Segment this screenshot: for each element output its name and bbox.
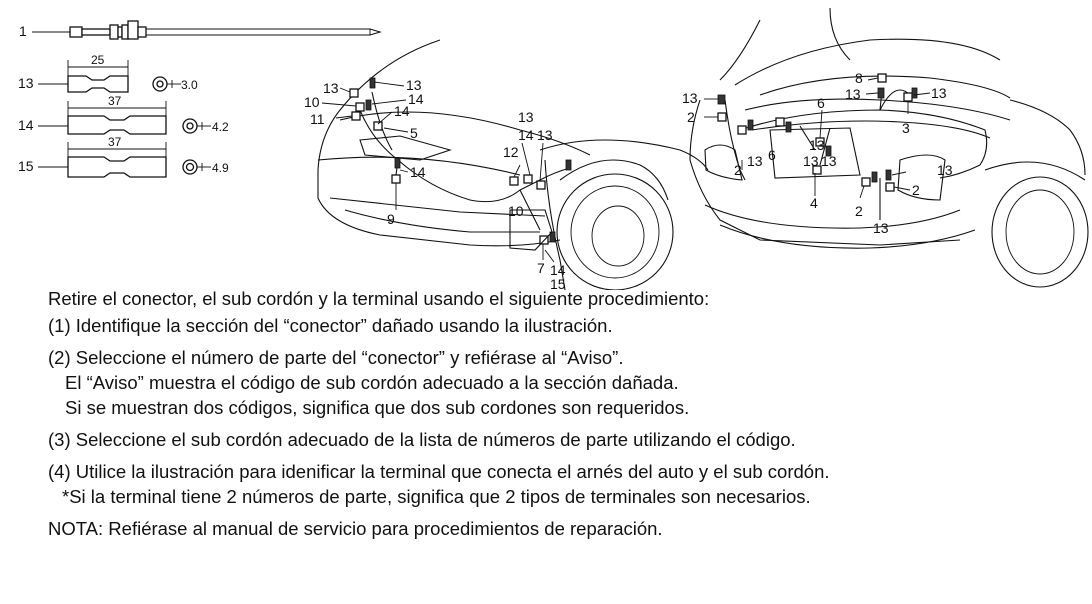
- callout: 10: [304, 94, 320, 110]
- callout: 13: [809, 137, 825, 153]
- part-1-label: 1: [19, 23, 27, 39]
- part-13-sleeve: 13 25 3.0: [18, 53, 198, 93]
- wiring-illustration: 1 13 25 3.0: [18, 7, 1089, 290]
- note-text: NOTA: Refiérase al manual de servicio pa…: [48, 518, 663, 539]
- part-14-label: 14: [18, 117, 34, 133]
- callout: 13: [682, 90, 698, 106]
- callout: 4: [810, 195, 818, 211]
- callout: 13: [873, 220, 889, 236]
- part-14-sleeve: 14 37 4.2: [18, 94, 229, 135]
- callout: 14: [550, 262, 566, 278]
- callout: 2: [734, 162, 742, 178]
- callout: 2: [687, 109, 695, 125]
- callout: 12: [503, 144, 519, 160]
- part-1-tool: 1: [19, 20, 382, 40]
- step-4-line-2: *Si la terminal tiene 2 números de parte…: [62, 486, 811, 507]
- callout: 14: [408, 91, 424, 107]
- callout: 14: [394, 103, 410, 119]
- callout: 13: [937, 162, 953, 178]
- callout: 3: [902, 120, 910, 136]
- front-callouts: 13 10 11 13 14 14 5 14 9 13 14 13 12 10 …: [304, 77, 566, 290]
- part-15-length: 37: [108, 135, 122, 149]
- instructions-block: Retire el conector, el sub cordón y la t…: [48, 286, 1078, 541]
- callout: 2: [855, 203, 863, 219]
- callout: 2: [912, 182, 920, 198]
- callout: 13: [931, 85, 947, 101]
- step-2-line-2: El “Aviso” muestra el código de sub cord…: [65, 372, 679, 393]
- step-2-line-1: (2) Seleccione el número de parte del “c…: [48, 347, 624, 368]
- step-3: (3) Seleccione el sub cordón adecuado de…: [48, 429, 796, 450]
- step-2-line-3: Si se muestran dos códigos, significa qu…: [65, 397, 690, 418]
- part-13-length: 25: [91, 53, 105, 67]
- part-14-length: 37: [108, 94, 122, 108]
- parts-legend: 1 13 25 3.0: [18, 20, 382, 178]
- step-2: (2) Seleccione el número de parte del “c…: [48, 345, 1078, 420]
- step-1: (1) Identifique la sección del “conector…: [48, 315, 613, 336]
- callout: 10: [508, 203, 524, 219]
- part-15-sleeve: 15 37 4.9: [18, 135, 229, 178]
- step-4: (4) Utilice la ilustración para idenific…: [48, 459, 1078, 509]
- rear-car-drawing: [689, 7, 1089, 288]
- callout: 13: [518, 109, 534, 125]
- callout: 9: [387, 211, 395, 227]
- callout: 13: [803, 153, 819, 169]
- callout: 13: [537, 127, 553, 143]
- step-4-line-1: (4) Utilice la ilustración para idenific…: [48, 461, 830, 482]
- callout: 8: [855, 70, 863, 86]
- callout: 11: [310, 111, 325, 127]
- callout: 13: [323, 80, 339, 96]
- callout: 13: [747, 153, 763, 169]
- callout: 7: [537, 260, 545, 276]
- part-13-diameter: 3.0: [181, 78, 198, 92]
- callout: 13: [821, 153, 837, 169]
- part-15-diameter: 4.9: [212, 161, 229, 175]
- callout: 6: [768, 147, 776, 163]
- intro-text: Retire el conector, el sub cordón y la t…: [48, 288, 710, 309]
- callout: 14: [518, 127, 534, 143]
- part-14-diameter: 4.2: [212, 120, 229, 134]
- callout: 13: [845, 86, 861, 102]
- callout: 15: [550, 276, 566, 290]
- callout: 13: [406, 77, 422, 93]
- rear-callouts: 13 2 8 13 13 3 6 6 13 13 13 13 2 4 13 2 …: [682, 70, 953, 236]
- front-car-drawing: [317, 39, 709, 290]
- callout: 6: [817, 95, 825, 111]
- callout: 5: [410, 125, 418, 141]
- part-13-label: 13: [18, 75, 34, 91]
- part-15-label: 15: [18, 158, 34, 174]
- callout: 14: [410, 164, 426, 180]
